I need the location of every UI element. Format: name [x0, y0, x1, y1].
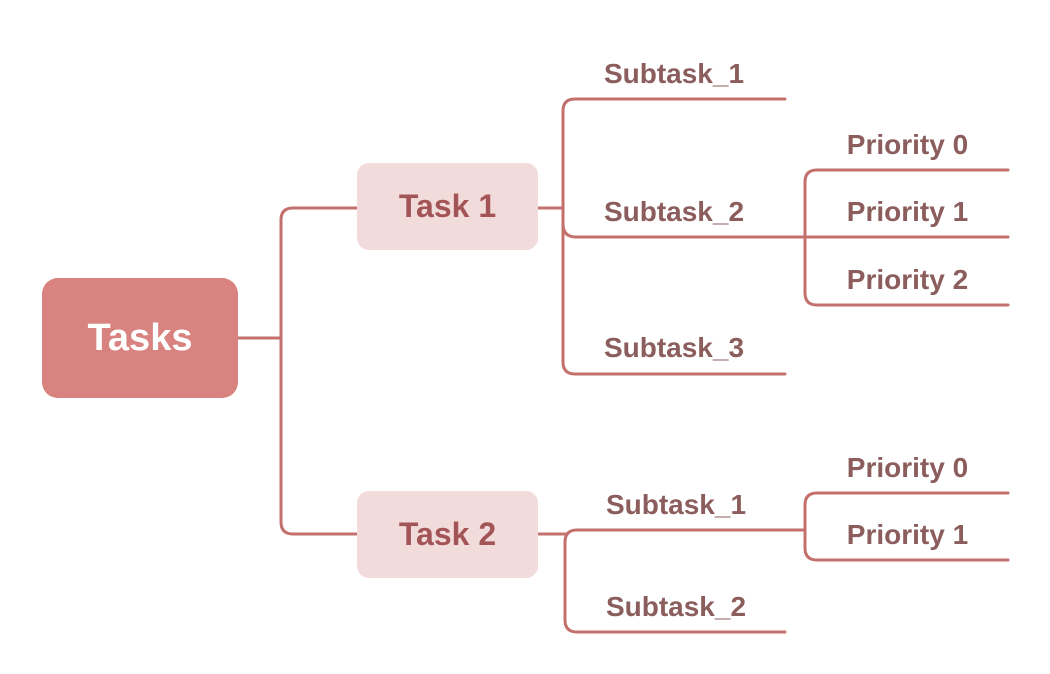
- connector-root-to-tasks: [279, 206, 359, 536]
- connector-task2-priorities: [803, 491, 1010, 562]
- connector-task2-subtasks: [563, 528, 807, 634]
- node-task-2: Task 2: [357, 491, 538, 578]
- node-task-1: Task 1: [357, 163, 538, 250]
- leaf-task1-priority-1: Priority 1: [846, 196, 969, 227]
- leaf-task2-subtask-2: Subtask_2: [605, 591, 747, 622]
- task-1-label: Task 1: [398, 188, 497, 224]
- connector-task1-priorities: [803, 168, 1010, 307]
- leaf-task1-subtask-3: Subtask_3: [603, 332, 745, 363]
- leaf-task1-subtask-1: Subtask_1: [603, 58, 745, 89]
- root-label: Tasks: [87, 316, 193, 359]
- connector-task1-subtasks: [561, 97, 787, 376]
- leaf-task1-subtask-2: Subtask_2: [603, 196, 745, 227]
- connector-subtask2-elbow: [561, 222, 1010, 239]
- leaf-task1-priority-2: Priority 2: [846, 264, 969, 295]
- leaf-task2-subtask-1: Subtask_1: [605, 489, 747, 520]
- leaf-task1-priority-0: Priority 0: [846, 129, 969, 160]
- node-root-tasks: Tasks: [42, 278, 238, 398]
- leaf-task2-priority-1: Priority 1: [846, 519, 969, 550]
- leaf-task2-priority-0: Priority 0: [846, 452, 969, 483]
- task-2-label: Task 2: [398, 516, 497, 552]
